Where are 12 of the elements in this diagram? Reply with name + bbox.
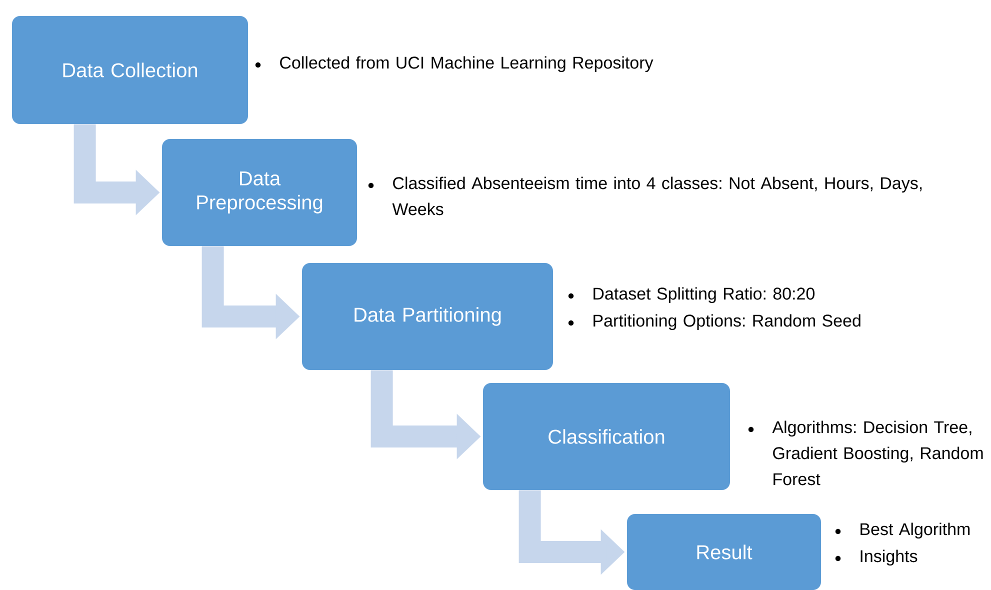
process-box: Data Preprocessing — [162, 139, 357, 246]
bullet-text: Partitioning Options: Random Seed — [594, 314, 860, 330]
bullet-text: Algorithms: Decision Tree, Gradient Boosting, Random Forest — [772, 420, 983, 486]
process-box: Classification — [483, 383, 730, 490]
process-box: Result — [627, 514, 821, 590]
process-box: Data Collection — [12, 16, 248, 124]
bullet-text: Insights — [860, 550, 918, 566]
process-box: Data Partitioning — [302, 263, 553, 370]
bullet-text: Best Algorithm — [860, 522, 970, 539]
bullet-text: Classified Absenteeism time into 4 classes: Not Absent, Hours, Days, Weeks — [392, 176, 922, 216]
bullet-text: Collected from UCI Machine Learning Repository — [280, 56, 654, 72]
bullet-text: Dataset Splitting Ratio: 80:20 — [594, 287, 815, 304]
